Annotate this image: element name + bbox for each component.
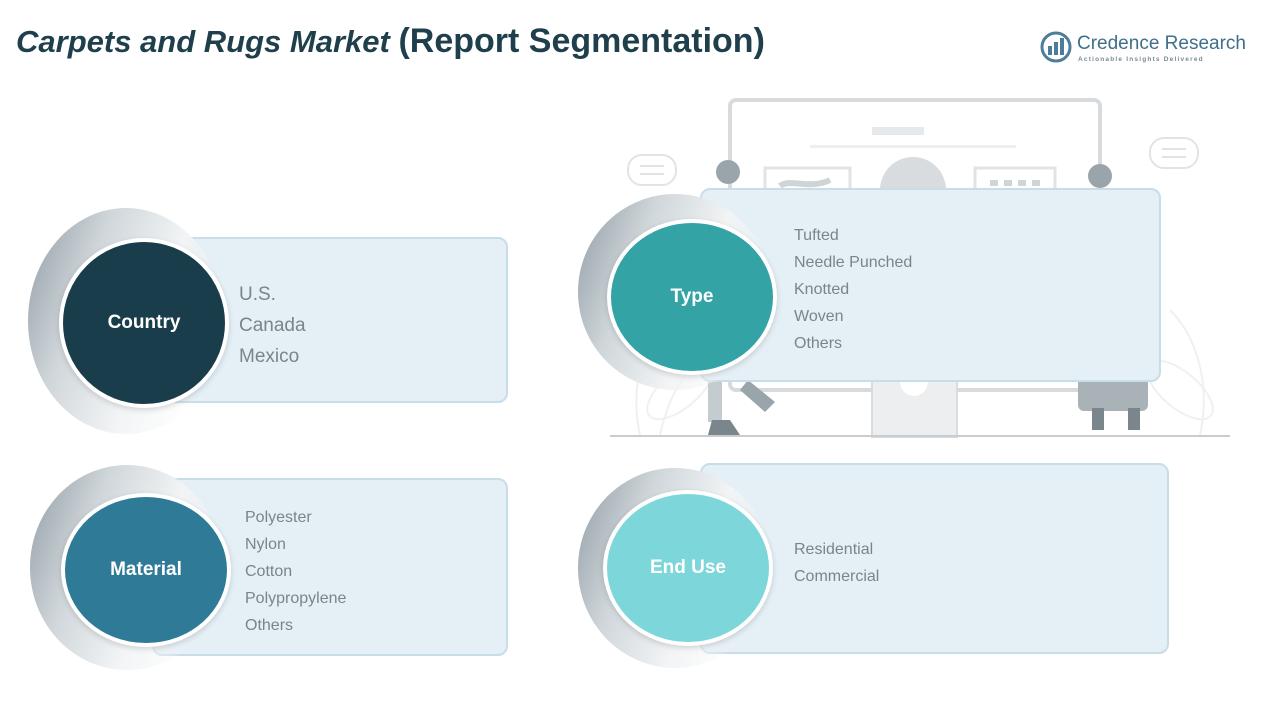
material-item: Others xyxy=(245,617,294,634)
material-label: Material xyxy=(110,559,182,580)
country-label: Country xyxy=(107,312,181,333)
type-circle: Type xyxy=(607,219,777,375)
country-circle: Country xyxy=(59,238,229,408)
type-item: Tufted xyxy=(794,227,839,244)
type-items-list: Tufted Needle Punched Knotted Woven Othe… xyxy=(794,222,912,357)
material-item: Polyester xyxy=(245,509,312,526)
logo-icon xyxy=(1040,31,1072,63)
type-item: Needle Punched xyxy=(794,254,913,271)
brand-name: Credence Research xyxy=(1077,33,1246,54)
type-item: Knotted xyxy=(794,281,850,298)
speech-bubble-right xyxy=(1149,137,1199,169)
end-use-item: Commercial xyxy=(794,568,880,585)
end-use-circle: End Use xyxy=(603,490,773,646)
brand-logo: Credence Research Actionable Insights De… xyxy=(1040,30,1260,70)
title-sub: (Report Segmentation) xyxy=(398,22,765,60)
country-item: U.S. xyxy=(239,284,276,305)
speech-bubble-left xyxy=(627,154,677,186)
country-item: Mexico xyxy=(239,346,300,367)
country-item: Canada xyxy=(239,315,306,336)
end-use-item: Residential xyxy=(794,541,874,558)
person-left xyxy=(708,160,775,435)
type-item: Woven xyxy=(794,308,844,325)
type-card xyxy=(700,188,1161,382)
type-label: Type xyxy=(670,286,714,307)
end-use-items-list: Residential Commercial xyxy=(794,536,879,590)
type-item: Others xyxy=(794,335,843,352)
material-item: Cotton xyxy=(245,563,293,580)
end-use-card xyxy=(700,463,1169,654)
end-use-label: End Use xyxy=(649,557,727,578)
person-right xyxy=(1078,164,1148,430)
brand-tagline: Actionable Insights Delivered xyxy=(1078,56,1204,63)
page-title: Carpets and Rugs Market (Report Segmenta… xyxy=(16,22,765,61)
material-circle: Material xyxy=(61,493,231,647)
country-items-list: U.S. Canada Mexico xyxy=(239,279,306,372)
material-item: Polypropylene xyxy=(245,590,347,607)
material-item: Nylon xyxy=(245,536,286,553)
material-items-list: Polyester Nylon Cotton Polypropylene Oth… xyxy=(245,504,346,639)
title-main: Carpets and Rugs Market xyxy=(16,24,390,59)
